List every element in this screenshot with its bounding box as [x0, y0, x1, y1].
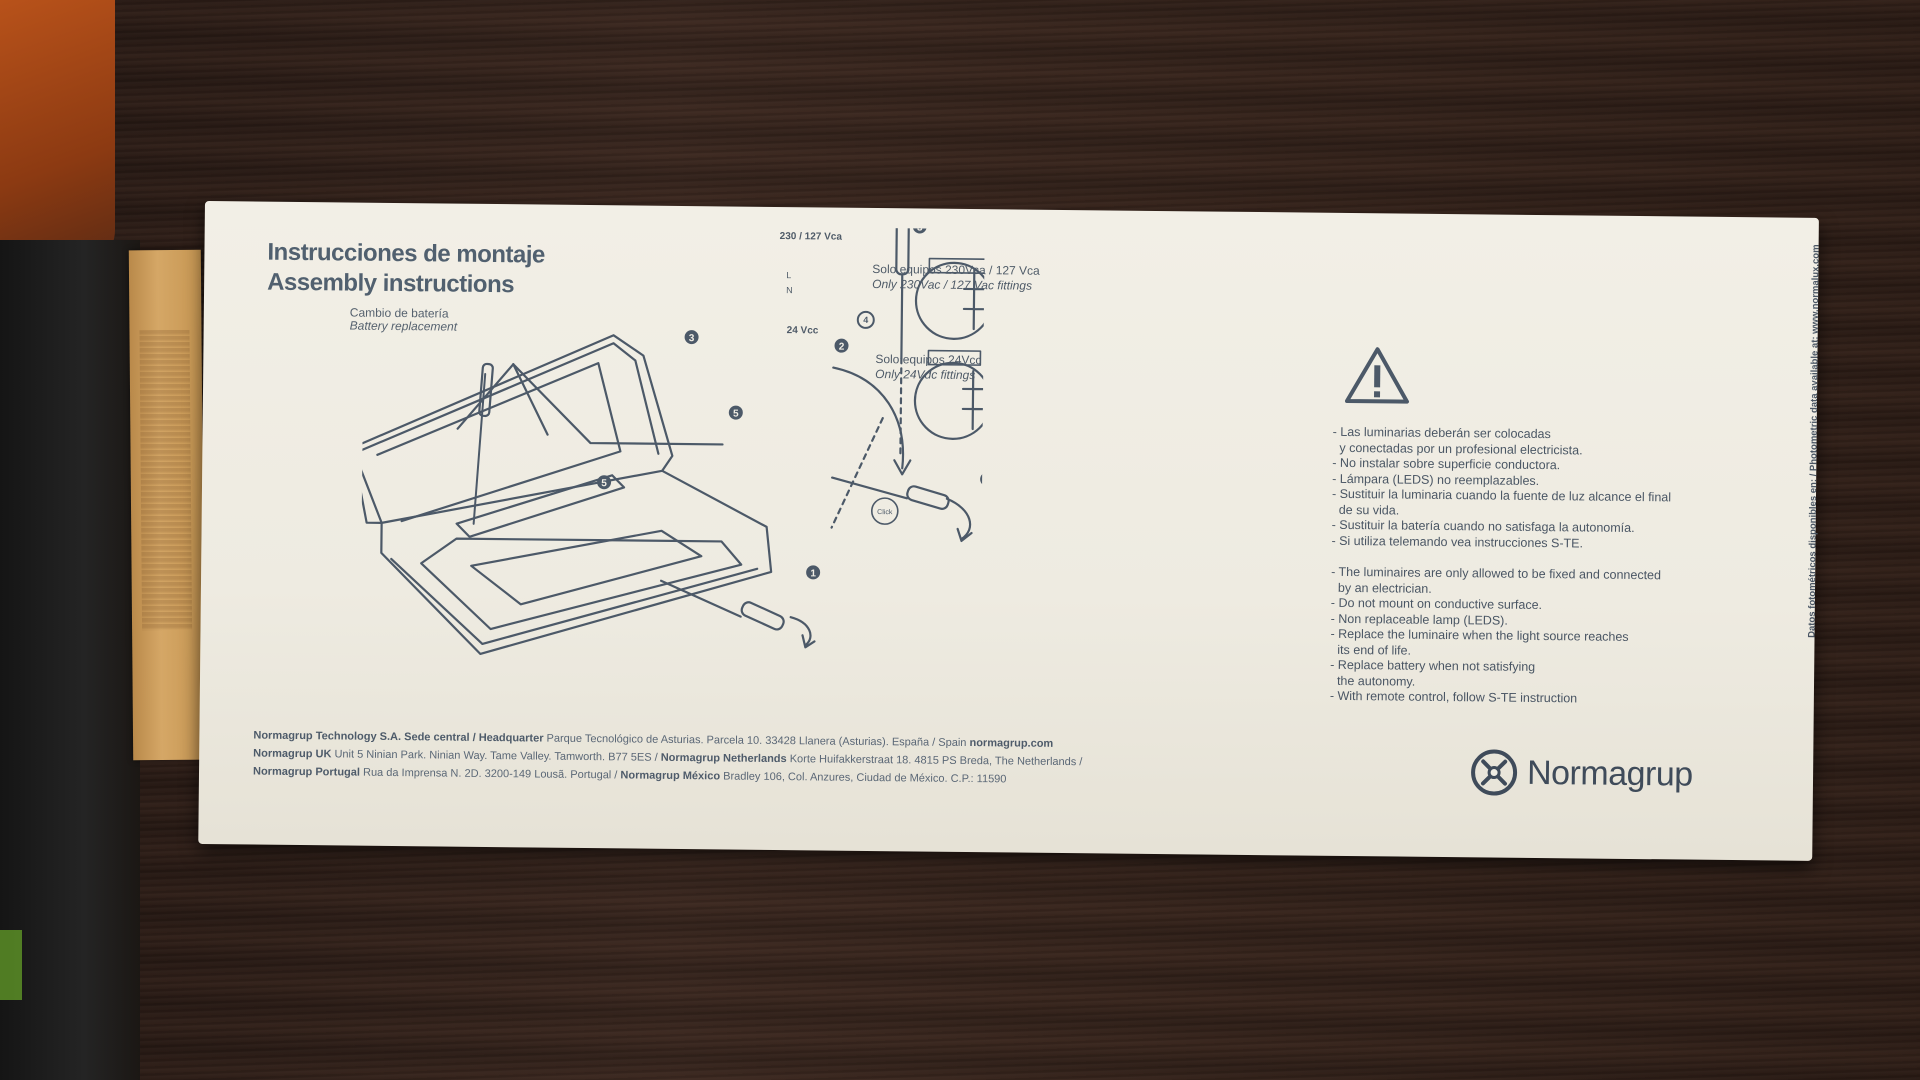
normagrup-logo-icon — [1471, 749, 1518, 796]
assembly-illustration: 3 3 2 1 1 5 5 Click — [358, 222, 985, 656]
normagrup-logo: Normagrup — [1469, 747, 1693, 799]
hq-address: Parque Tecnológico de Asturias. Parcela … — [543, 732, 970, 750]
spec-24-es: Solo equipos 24Vcc — [875, 352, 982, 368]
step-3-top: 3 — [917, 223, 923, 234]
warnings-list: - Las luminarias deberán ser colocadas y… — [1330, 425, 1773, 709]
terminal-l: L — [786, 270, 792, 281]
spec-230-es: Solo equipos 230Vca / 127 Vca — [872, 261, 1040, 278]
tag-230: 230 / 127 Vca — [779, 231, 842, 243]
product-box: Instrucciones de montaje Assembly instru… — [198, 201, 1822, 861]
dark-bag — [0, 240, 140, 1080]
side-text: Datos fotométricos disponibles en: / Pho… — [1806, 244, 1822, 638]
step-2: 2 — [839, 342, 845, 353]
company-addresses: Normagrup Technology S.A. Sede central /… — [253, 727, 1214, 791]
step-3-left: 3 — [689, 333, 695, 344]
uk-address: Unit 5 Ninian Park. Ninian Way. Tame Val… — [331, 748, 661, 764]
terminal-n: N — [786, 285, 793, 296]
warning-icon — [1344, 347, 1409, 404]
spec-24-en: Only 24Vdc fittings — [875, 367, 976, 383]
photometric-data-note: Datos fotométricos disponibles en: / Pho… — [1807, 238, 1831, 638]
nl-address: Korte Huifakkerstraat 18. 4815 PS Breda,… — [786, 753, 1083, 769]
click-label: Click — [877, 509, 893, 516]
battery-replacement-label: Cambio de batería Battery replacement — [349, 306, 458, 334]
hq-name: Normagrup Technology S.A. Sede central /… — [253, 729, 544, 745]
battery-label-en: Battery replacement — [349, 318, 458, 334]
mx-name: Normagrup México — [620, 769, 721, 783]
orange-cloth — [0, 0, 115, 270]
cardboard-flap — [128, 249, 206, 761]
website: normagrup.com — [969, 737, 1054, 750]
nl-name: Normagrup Netherlands — [660, 751, 787, 766]
step-5-b: 5 — [601, 478, 607, 489]
brand-name: Normagrup — [1526, 753, 1693, 794]
uk-name: Normagrup UK — [253, 747, 332, 761]
step-5-a: 5 — [733, 409, 739, 420]
spec-230: Solo equipos 230Vca / 127 Vca Only 230Va… — [872, 262, 1040, 294]
step-4: 4 — [856, 310, 875, 330]
pt-name: Normagrup Portugal — [252, 765, 361, 779]
spec-24: Solo equipos 24Vcc Only 24Vdc fittings — [875, 352, 981, 383]
green-object — [0, 930, 22, 1000]
step-1-bottom: 1 — [810, 568, 816, 579]
spec-230-en: Only 230Vac / 127 Vac fittings — [872, 276, 1033, 293]
warning-en-9: - With remote control, follow S-TE instr… — [1329, 688, 1578, 706]
pt-address: Rua da Imprensa N. 2D. 3200-149 Lousã. P… — [359, 766, 621, 782]
mx-address: Bradley 106, Col. Anzures, Ciudad de Méx… — [720, 770, 1007, 786]
tag-24: 24 Vcc — [786, 325, 819, 337]
